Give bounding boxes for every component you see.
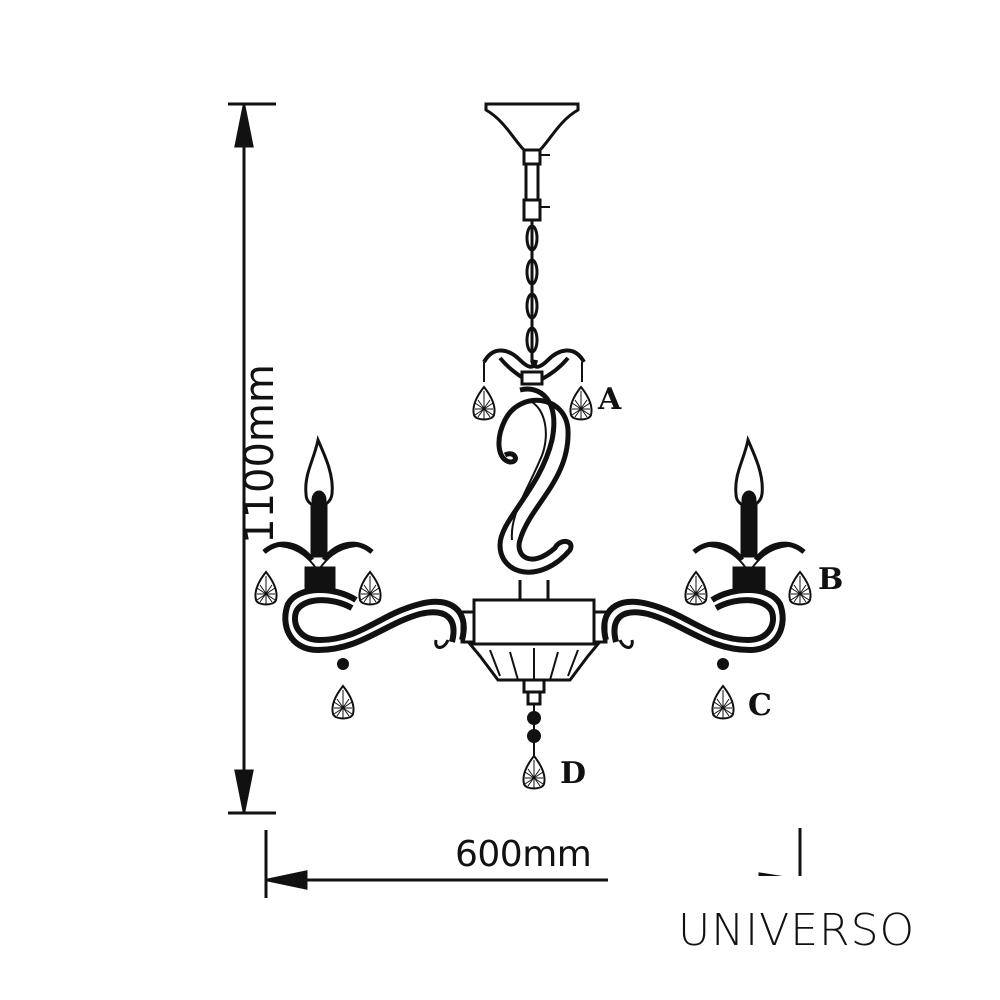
- ceiling-canopy: [484, 102, 580, 222]
- crystal-icon: [331, 685, 355, 720]
- left-candle: [262, 435, 374, 592]
- top-crown: [482, 348, 586, 386]
- part-label-a: A: [598, 382, 622, 417]
- crystal-icon: [254, 571, 278, 606]
- bead-icon: [337, 658, 349, 670]
- crystal-icon: [358, 571, 382, 606]
- crystal-icon: [472, 386, 496, 421]
- central-body: [460, 598, 608, 706]
- brand-logo: UNIVERSO: [678, 905, 916, 956]
- watermark-mask: [608, 876, 1000, 1000]
- crystal-icon: [711, 685, 735, 720]
- height-dimension-label: 1100mm: [237, 364, 283, 544]
- crystal-icon: [788, 571, 812, 606]
- central-stem: [496, 386, 574, 600]
- bottom-beads: [527, 704, 541, 756]
- crystal-icon: [569, 386, 593, 421]
- part-label-b: B: [818, 562, 844, 597]
- crystal-icon: [522, 755, 546, 790]
- left-arm: [282, 587, 467, 654]
- part-label-d: D: [560, 756, 587, 791]
- right-candle: [692, 435, 806, 592]
- right-arm: [601, 587, 786, 654]
- width-dimension-label: 600mm: [455, 834, 592, 875]
- bead-icon: [717, 658, 729, 670]
- chain: [525, 220, 539, 360]
- part-label-c: C: [748, 688, 772, 723]
- height-dimension-line: [228, 102, 276, 815]
- crystal-icon: [684, 571, 708, 606]
